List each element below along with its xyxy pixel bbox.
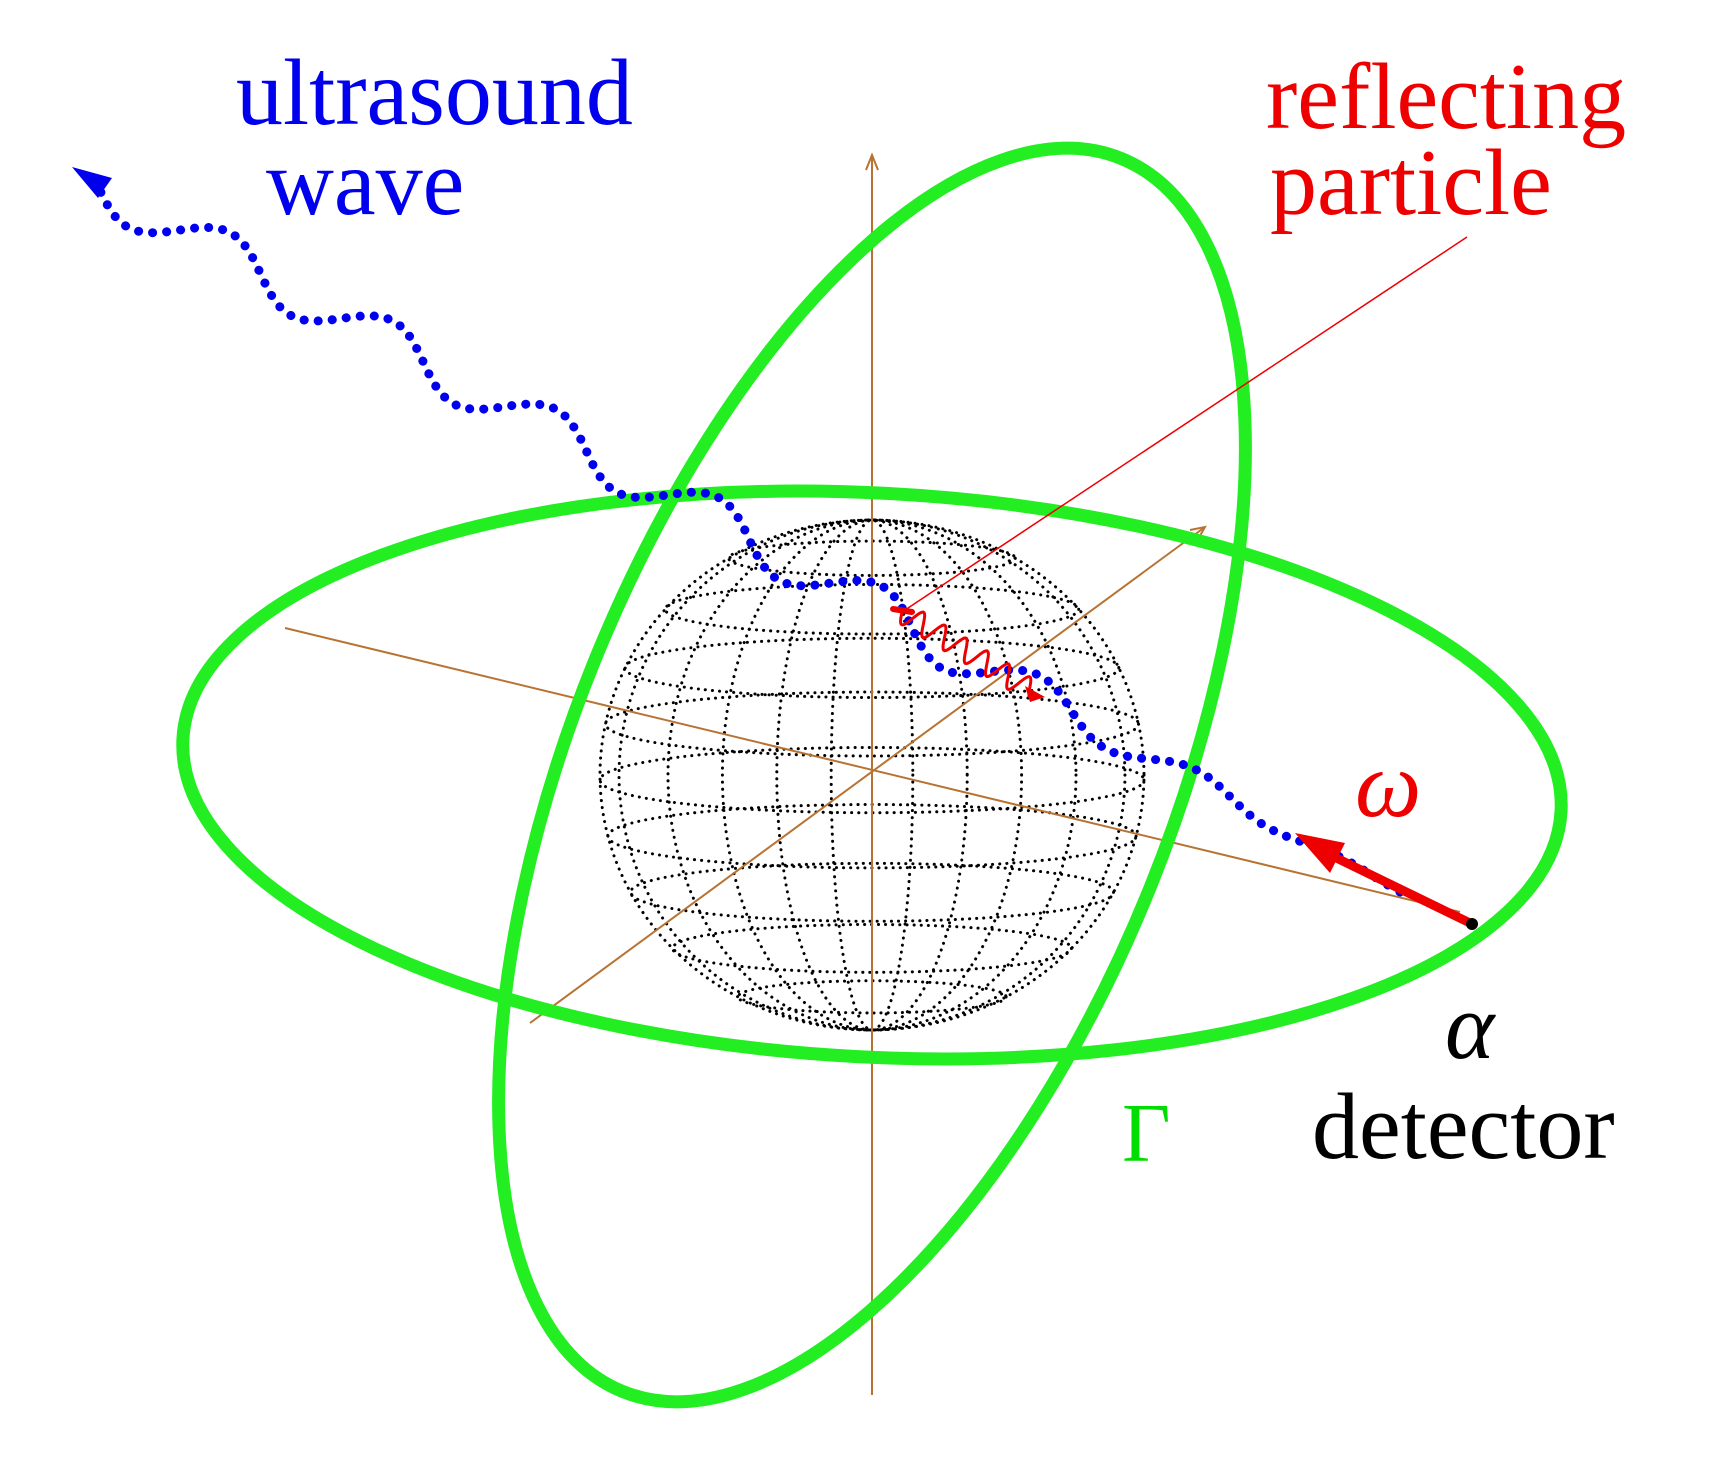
sphere-latitude-line: [623, 636, 1121, 700]
curve-gamma-horizontal: [176, 484, 1568, 1066]
reflecting-particle-marker: [890, 606, 915, 615]
axis-diagonal: [529, 526, 1206, 1024]
ultrasound-wave: [93, 181, 1405, 897]
axis-vertical-arrow-icon: [865, 152, 879, 171]
ultrasound-wave-arrowhead-icon: [72, 167, 112, 198]
label-alpha: α: [1445, 975, 1495, 1079]
omega-arrowhead-icon: [1295, 833, 1345, 873]
axis-horizontal: [284, 627, 1461, 913]
detector-dot-icon: [1466, 918, 1478, 930]
label-ultrasound-line1: ultrasound: [236, 41, 633, 145]
label-gamma: Γ: [1122, 1087, 1171, 1180]
label-omega: ω: [1355, 733, 1422, 837]
curve-gamma-tilted: [492, 141, 1252, 1409]
reflecting-particle-pointer: [904, 236, 1468, 611]
coordinate-axes: [284, 152, 1461, 1395]
label-ultrasound-line2: wave: [266, 131, 465, 235]
label-reflecting-line2: particle: [1270, 131, 1552, 235]
label-reflecting-line1: reflecting: [1266, 45, 1627, 149]
curve-gamma: [176, 141, 1568, 1409]
sphere-longitude-line: [775, 518, 969, 1032]
scattered-wave: [899, 610, 1041, 699]
omega-arrow: [1315, 845, 1475, 928]
sphere-longitude-line: [720, 518, 1024, 1032]
scattered-wave-arrowhead-icon: [1025, 686, 1045, 702]
label-detector: detector: [1312, 1075, 1615, 1179]
